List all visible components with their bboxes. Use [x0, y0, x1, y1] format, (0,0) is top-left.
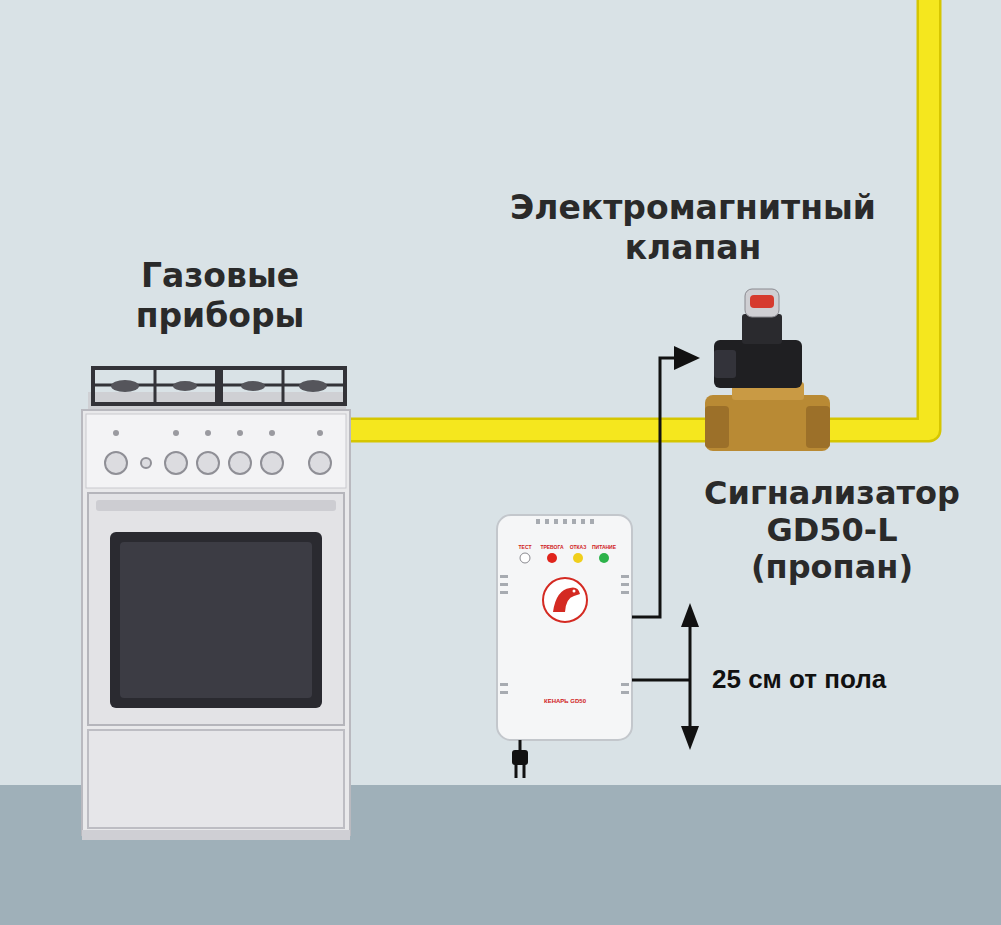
valve-drawing [705, 289, 830, 451]
logo-bird [553, 588, 580, 612]
led-label: ТЕСТ [512, 544, 538, 550]
panel-symbol [269, 430, 275, 436]
signal-wire [632, 346, 700, 617]
panel-symbol [317, 430, 323, 436]
logo-ring [543, 578, 587, 622]
burner [111, 380, 139, 392]
oven-window [110, 532, 322, 708]
vent-slot [621, 583, 629, 586]
gas-stove: Газовые приборы [82, 360, 350, 840]
led-label: ТРЕВОГА [539, 544, 565, 550]
vent-slot [500, 691, 508, 694]
power-plug [512, 750, 528, 765]
vent-slot [545, 519, 549, 524]
led-alarm [547, 553, 557, 563]
detector-drawing [497, 515, 632, 778]
gas-pipe-edge [350, 0, 929, 430]
vent-slot [621, 683, 629, 686]
oven-glass [120, 542, 312, 698]
vent-slot [621, 591, 629, 594]
vent-slot [590, 519, 594, 524]
drawer [88, 730, 344, 828]
vent-slot [500, 683, 508, 686]
reference-line [632, 679, 690, 682]
dimension-label: 25 см от пола [712, 663, 886, 695]
vent-slot [563, 519, 567, 524]
vent-slot [554, 519, 558, 524]
knob [165, 452, 187, 474]
valve-body [705, 395, 830, 451]
burner [173, 381, 197, 391]
knob [229, 452, 251, 474]
dimension-line [689, 625, 692, 730]
valve-heading: Электромагнитный клапан [483, 188, 903, 268]
vent-slot [581, 519, 585, 524]
vent-slot [572, 519, 576, 524]
panel-symbol [205, 430, 211, 436]
vent-slot [500, 591, 508, 594]
button [141, 458, 151, 468]
stove-base [82, 830, 350, 840]
detector-housing [497, 515, 632, 740]
brand-label: КЕНАРЬ GD50 [525, 697, 605, 705]
height-dimension [632, 603, 699, 750]
burner [241, 381, 265, 391]
knob [261, 452, 283, 474]
vent-slot [500, 583, 508, 586]
led-test [520, 553, 530, 563]
valve-flange [806, 406, 830, 448]
plug-prong [515, 764, 518, 778]
valve-dome [745, 289, 779, 317]
arrowhead [674, 346, 700, 370]
knob [197, 452, 219, 474]
stove-drawing [82, 368, 350, 840]
knob [105, 452, 127, 474]
dimension-arrowhead [681, 603, 699, 627]
valve-connector [714, 350, 736, 378]
grate [93, 368, 217, 404]
solenoid-valve: Электромагнитный клапан [700, 285, 832, 455]
dimension-arrowhead [681, 726, 699, 750]
grate [221, 368, 345, 404]
door-handle [96, 500, 336, 511]
gas-pipe [350, 0, 929, 430]
burner [299, 380, 327, 392]
valve-indicator [750, 295, 774, 308]
led-power [599, 553, 609, 563]
plug-prong [523, 764, 526, 778]
vent-slot [621, 575, 629, 578]
knob [309, 452, 331, 474]
gas-detector: Сигнализатор GD50-L (пропан)ТЕСТТРЕВОГАО… [497, 515, 632, 740]
vent-slot [536, 519, 540, 524]
valve-neck [742, 314, 782, 344]
signal-wire-line [632, 358, 674, 617]
valve-flange [705, 406, 729, 448]
panel-symbol [173, 430, 179, 436]
panel-symbol [237, 430, 243, 436]
vent-slot [621, 691, 629, 694]
stove-heading: Газовые приборы [90, 256, 350, 336]
panel-symbol [113, 430, 119, 436]
valve-actuator [714, 340, 802, 388]
logo-eye [573, 590, 576, 593]
led-label: ОТКАЗ [565, 544, 591, 550]
stove-body [82, 410, 350, 835]
vent-slot [500, 575, 508, 578]
led-label: ПИТАНИЕ [591, 544, 617, 550]
led-fault [573, 553, 583, 563]
oven-door [88, 493, 344, 725]
detector-heading: Сигнализатор GD50-L (пропан) [682, 475, 982, 586]
control-panel [86, 414, 346, 488]
